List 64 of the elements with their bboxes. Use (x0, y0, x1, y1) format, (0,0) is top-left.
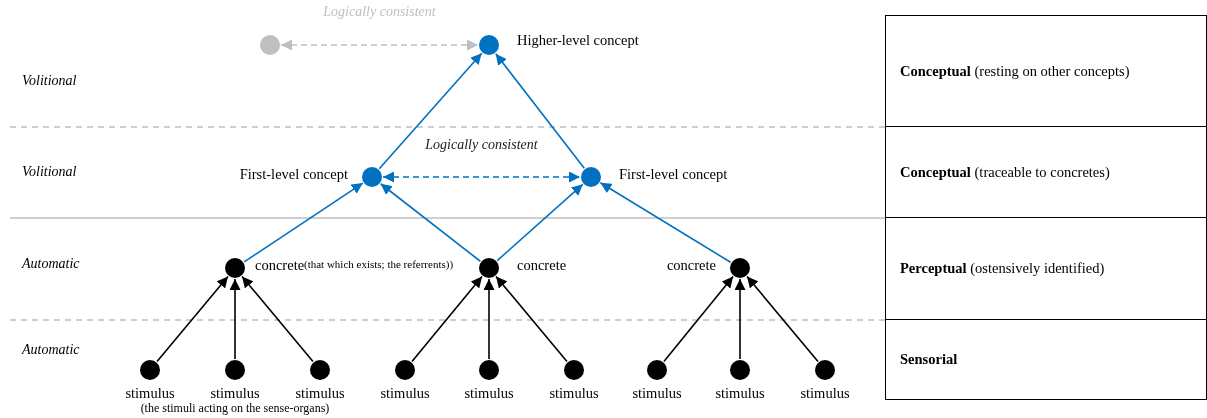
edge-label: Logically consistent (423, 137, 540, 153)
level-box (885, 127, 1207, 218)
concept-dot (395, 360, 415, 380)
concept-dot (581, 167, 601, 187)
concept-dot (310, 360, 330, 380)
stimulus-label: stimulus (549, 385, 599, 402)
process-mode-label: Automatic (22, 256, 80, 272)
stimulus-label: stimulus (210, 385, 260, 402)
level-description: Conceptual (resting on other concepts) (900, 62, 1130, 80)
arrow (378, 52, 483, 170)
arrow (746, 275, 819, 363)
arrow (494, 52, 586, 170)
edge-label: Logically consistent (321, 4, 438, 20)
node-label: concrete (255, 257, 305, 274)
arrow (483, 278, 495, 360)
arrow (379, 182, 482, 263)
node-label: First-level concept (239, 166, 348, 183)
process-mode-label: Volitional (22, 164, 77, 180)
stimulus-label: stimulus (295, 385, 345, 402)
concept-dot (479, 35, 499, 55)
stimulus-label: stimulus (380, 385, 430, 402)
stimulus-label: stimulus (125, 385, 175, 402)
arrow (496, 183, 584, 262)
concept-dot (140, 360, 160, 380)
level-box (885, 320, 1207, 400)
concept-dot (362, 167, 382, 187)
concept-dot (564, 360, 584, 380)
process-mode-label: Automatic (22, 342, 80, 358)
dashed-arrow (280, 39, 479, 51)
concept-dot (730, 258, 750, 278)
stimulus-label: stimulus (715, 385, 765, 402)
level-box (885, 15, 1207, 127)
stimulus-label: stimulus (632, 385, 682, 402)
arrow (663, 275, 734, 363)
node-label: First-level concept (619, 166, 728, 183)
concept-dot (815, 360, 835, 380)
node-label: concrete (517, 257, 567, 274)
arrow (411, 275, 483, 363)
level-box (885, 218, 1207, 320)
arrow (229, 278, 241, 360)
arrow (241, 275, 314, 363)
arrow (734, 278, 746, 360)
note: (the stimuli acting on the sense-organs) (140, 401, 330, 416)
concept-dot (730, 360, 750, 380)
level-description: Conceptual (traceable to concretes) (900, 163, 1110, 181)
concept-dot (479, 360, 499, 380)
stimulus-label: stimulus (800, 385, 850, 402)
arrow (495, 275, 568, 363)
concept-dot (647, 360, 667, 380)
arrow (599, 181, 732, 264)
note: (that which exists; the referrents)) (304, 258, 454, 270)
concept-dot (225, 258, 245, 278)
dashed-arrow (382, 171, 581, 183)
arrow (243, 182, 364, 263)
concept-dot (225, 360, 245, 380)
level-description: Sensorial (900, 351, 958, 368)
process-mode-label: Volitional (22, 73, 77, 89)
level-description: Perceptual (ostensively identified) (900, 260, 1105, 277)
stimulus-label: stimulus (464, 385, 514, 402)
arrow (156, 275, 229, 363)
concept-dot (479, 258, 499, 278)
concept-dot (260, 35, 280, 55)
node-label: concrete (666, 257, 716, 274)
node-label: Higher-level concept (517, 32, 639, 49)
